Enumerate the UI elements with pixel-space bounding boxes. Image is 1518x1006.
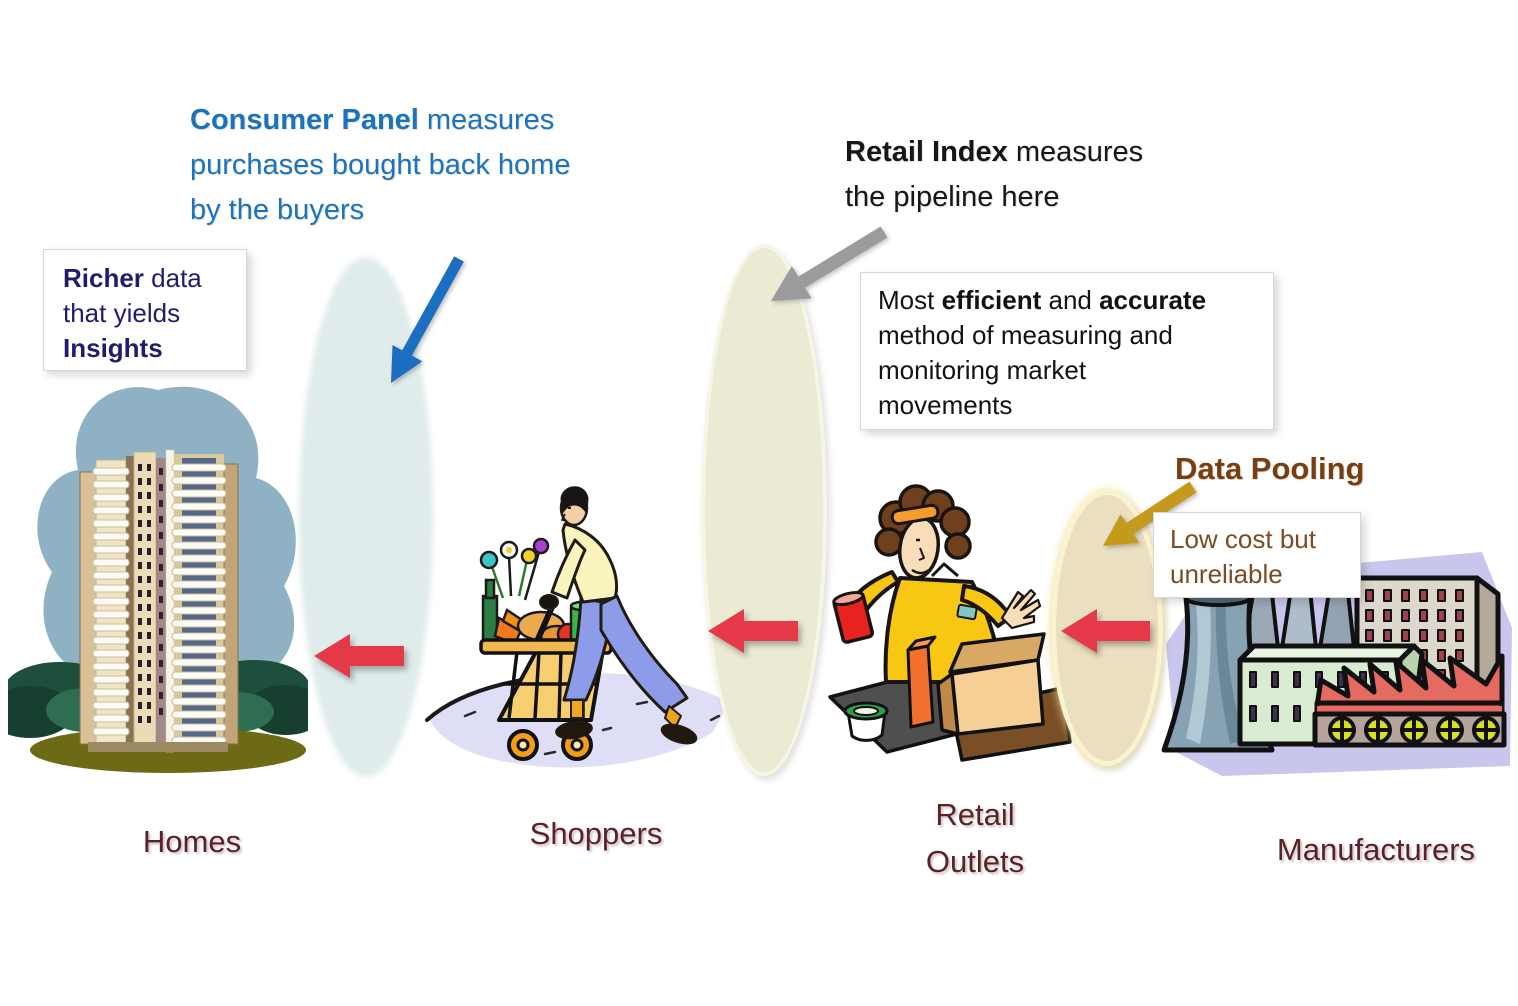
consumer-panel-zone-ellipse	[299, 257, 433, 777]
stage-label-retail-outlets: Retail Outlets	[895, 791, 1055, 885]
retail-index-heading-line1: Retail Index measures	[845, 136, 1144, 168]
richer-data-line3: Insights	[63, 333, 163, 363]
stage-label-homes: Homes	[142, 824, 242, 859]
consumer-panel-heading: Consumer Panel measures purchases bought…	[190, 98, 730, 233]
richer-data-line1: Richer data	[63, 263, 202, 293]
clerk-hair	[874, 484, 972, 560]
clerk-right-arm	[960, 584, 1042, 630]
low-cost-line1: Low cost but	[1170, 524, 1316, 554]
orange-box	[906, 635, 937, 729]
data-pooling-heading: Data Pooling	[1175, 451, 1365, 486]
consumer-panel-heading-line3: by the buyers	[190, 194, 365, 226]
low-cost-callout: Low cost but unreliable	[1153, 512, 1361, 598]
low-cost-line2: unreliable	[1170, 559, 1283, 589]
retail-clerk-illustration	[828, 484, 1072, 762]
homes-apartment-tower-illustration	[8, 386, 308, 773]
consumer-panel-heading-line2: purchases bought back home	[190, 149, 571, 181]
retail-index-zone-ellipse	[701, 244, 827, 776]
efficiency-line4: movements	[878, 390, 1013, 420]
shopper-man	[539, 486, 698, 745]
sawtooth-factory	[1312, 653, 1507, 748]
efficiency-line3: monitoring market	[878, 355, 1087, 385]
efficiency-line1: Most efficient and accurate	[878, 285, 1207, 315]
stage-label-retail-line1: Retail	[935, 797, 1015, 832]
data-pooling-zone-ellipse	[1051, 490, 1163, 766]
stage-label-shoppers: Shoppers	[529, 816, 663, 851]
ground-marks	[463, 700, 721, 756]
tub	[843, 701, 889, 742]
retail-index-heading: Retail Index measures the pipeline here	[845, 130, 1285, 220]
stage-label-manufacturers: Manufacturers	[1276, 832, 1476, 867]
round-windows	[1328, 716, 1500, 744]
retail-index-heading-line2: the pipeline here	[845, 181, 1060, 213]
efficiency-callout: Most efficient and accurate method of me…	[860, 272, 1274, 430]
richer-data-callout: Richer data that yields Insights	[43, 249, 247, 371]
consumer-panel-heading-line1: Consumer Panel measures	[190, 104, 555, 136]
richer-data-line2: that yields	[63, 298, 181, 328]
efficiency-line2: method of measuring and	[878, 320, 1173, 350]
stage-label-retail-line2: Outlets	[925, 844, 1025, 879]
tower	[79, 449, 239, 753]
shopper-with-cart-illustration	[425, 486, 729, 768]
cardboard-box	[936, 632, 1046, 736]
manufacturers-factory-illustration	[1161, 552, 1512, 776]
